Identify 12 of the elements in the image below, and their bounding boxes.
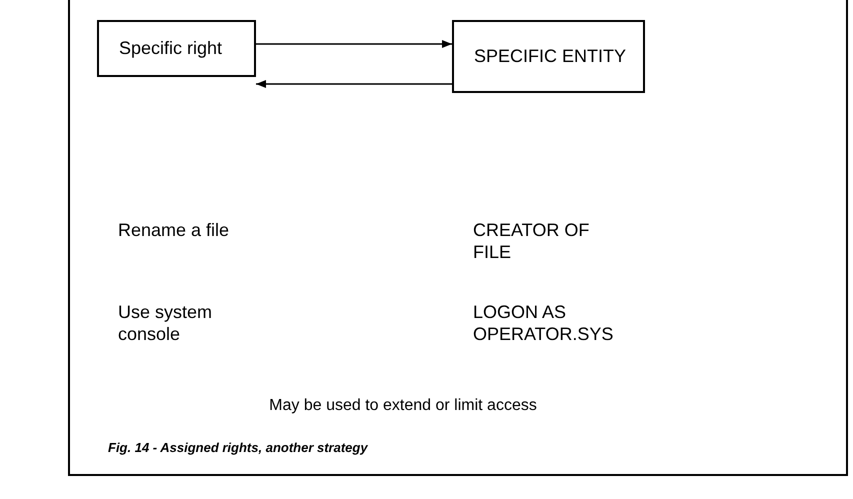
table-text: LOGON AS OPERATOR.SYS	[473, 302, 614, 346]
entity-box	[452, 20, 645, 93]
arrow	[256, 40, 452, 48]
entity-box	[97, 20, 256, 77]
table-text: Use system console	[118, 302, 214, 346]
note-text: May be used to extend or limit access	[268, 396, 538, 416]
table-text: Rename a file	[118, 220, 230, 242]
figure-caption: Fig. 14 - Assigned rights, another strategy	[108, 439, 368, 457]
table-text: CREATOR OF FILE	[473, 220, 590, 264]
box-label: Specific right	[119, 37, 222, 60]
box-label: SPECIFIC ENTITY	[474, 45, 626, 68]
arrow	[256, 80, 452, 88]
